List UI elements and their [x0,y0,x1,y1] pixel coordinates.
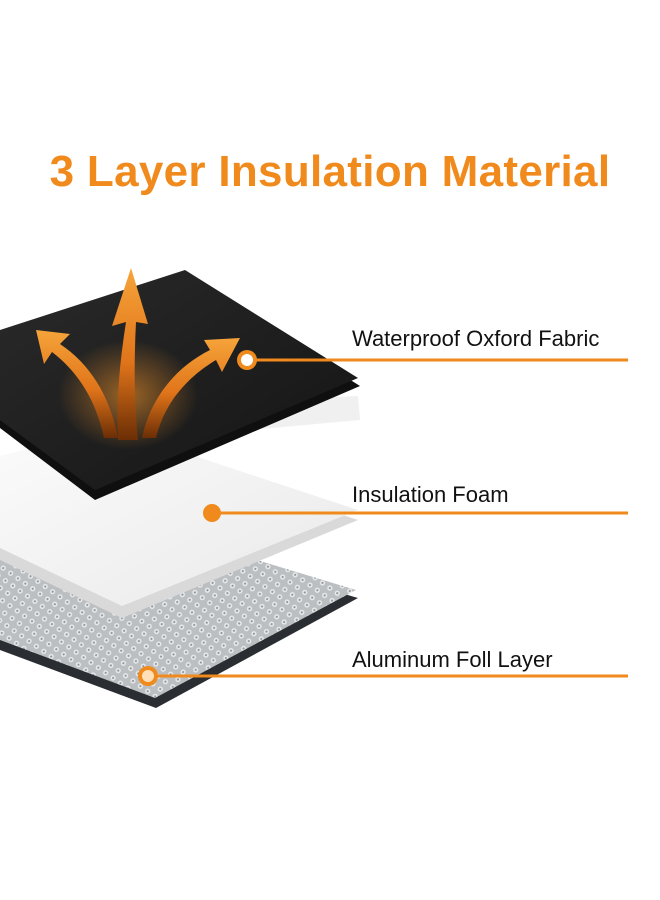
layer-label-foil: Aluminum Foll Layer [352,647,553,672]
page-title: 3 Layer Insulation Material [49,147,611,196]
callout-dot-icon [241,354,253,366]
callout-dot-icon [142,670,154,682]
heat-arrows-icon [36,268,240,450]
layer-label-foam: Insulation Foam [352,482,509,507]
callout-line-foil [138,666,628,686]
callout-line-foam [203,504,628,522]
callout-dot-icon [203,504,221,522]
callout-line-fabric [237,350,628,370]
layer-label-fabric: Waterproof Oxford Fabric [352,326,600,351]
